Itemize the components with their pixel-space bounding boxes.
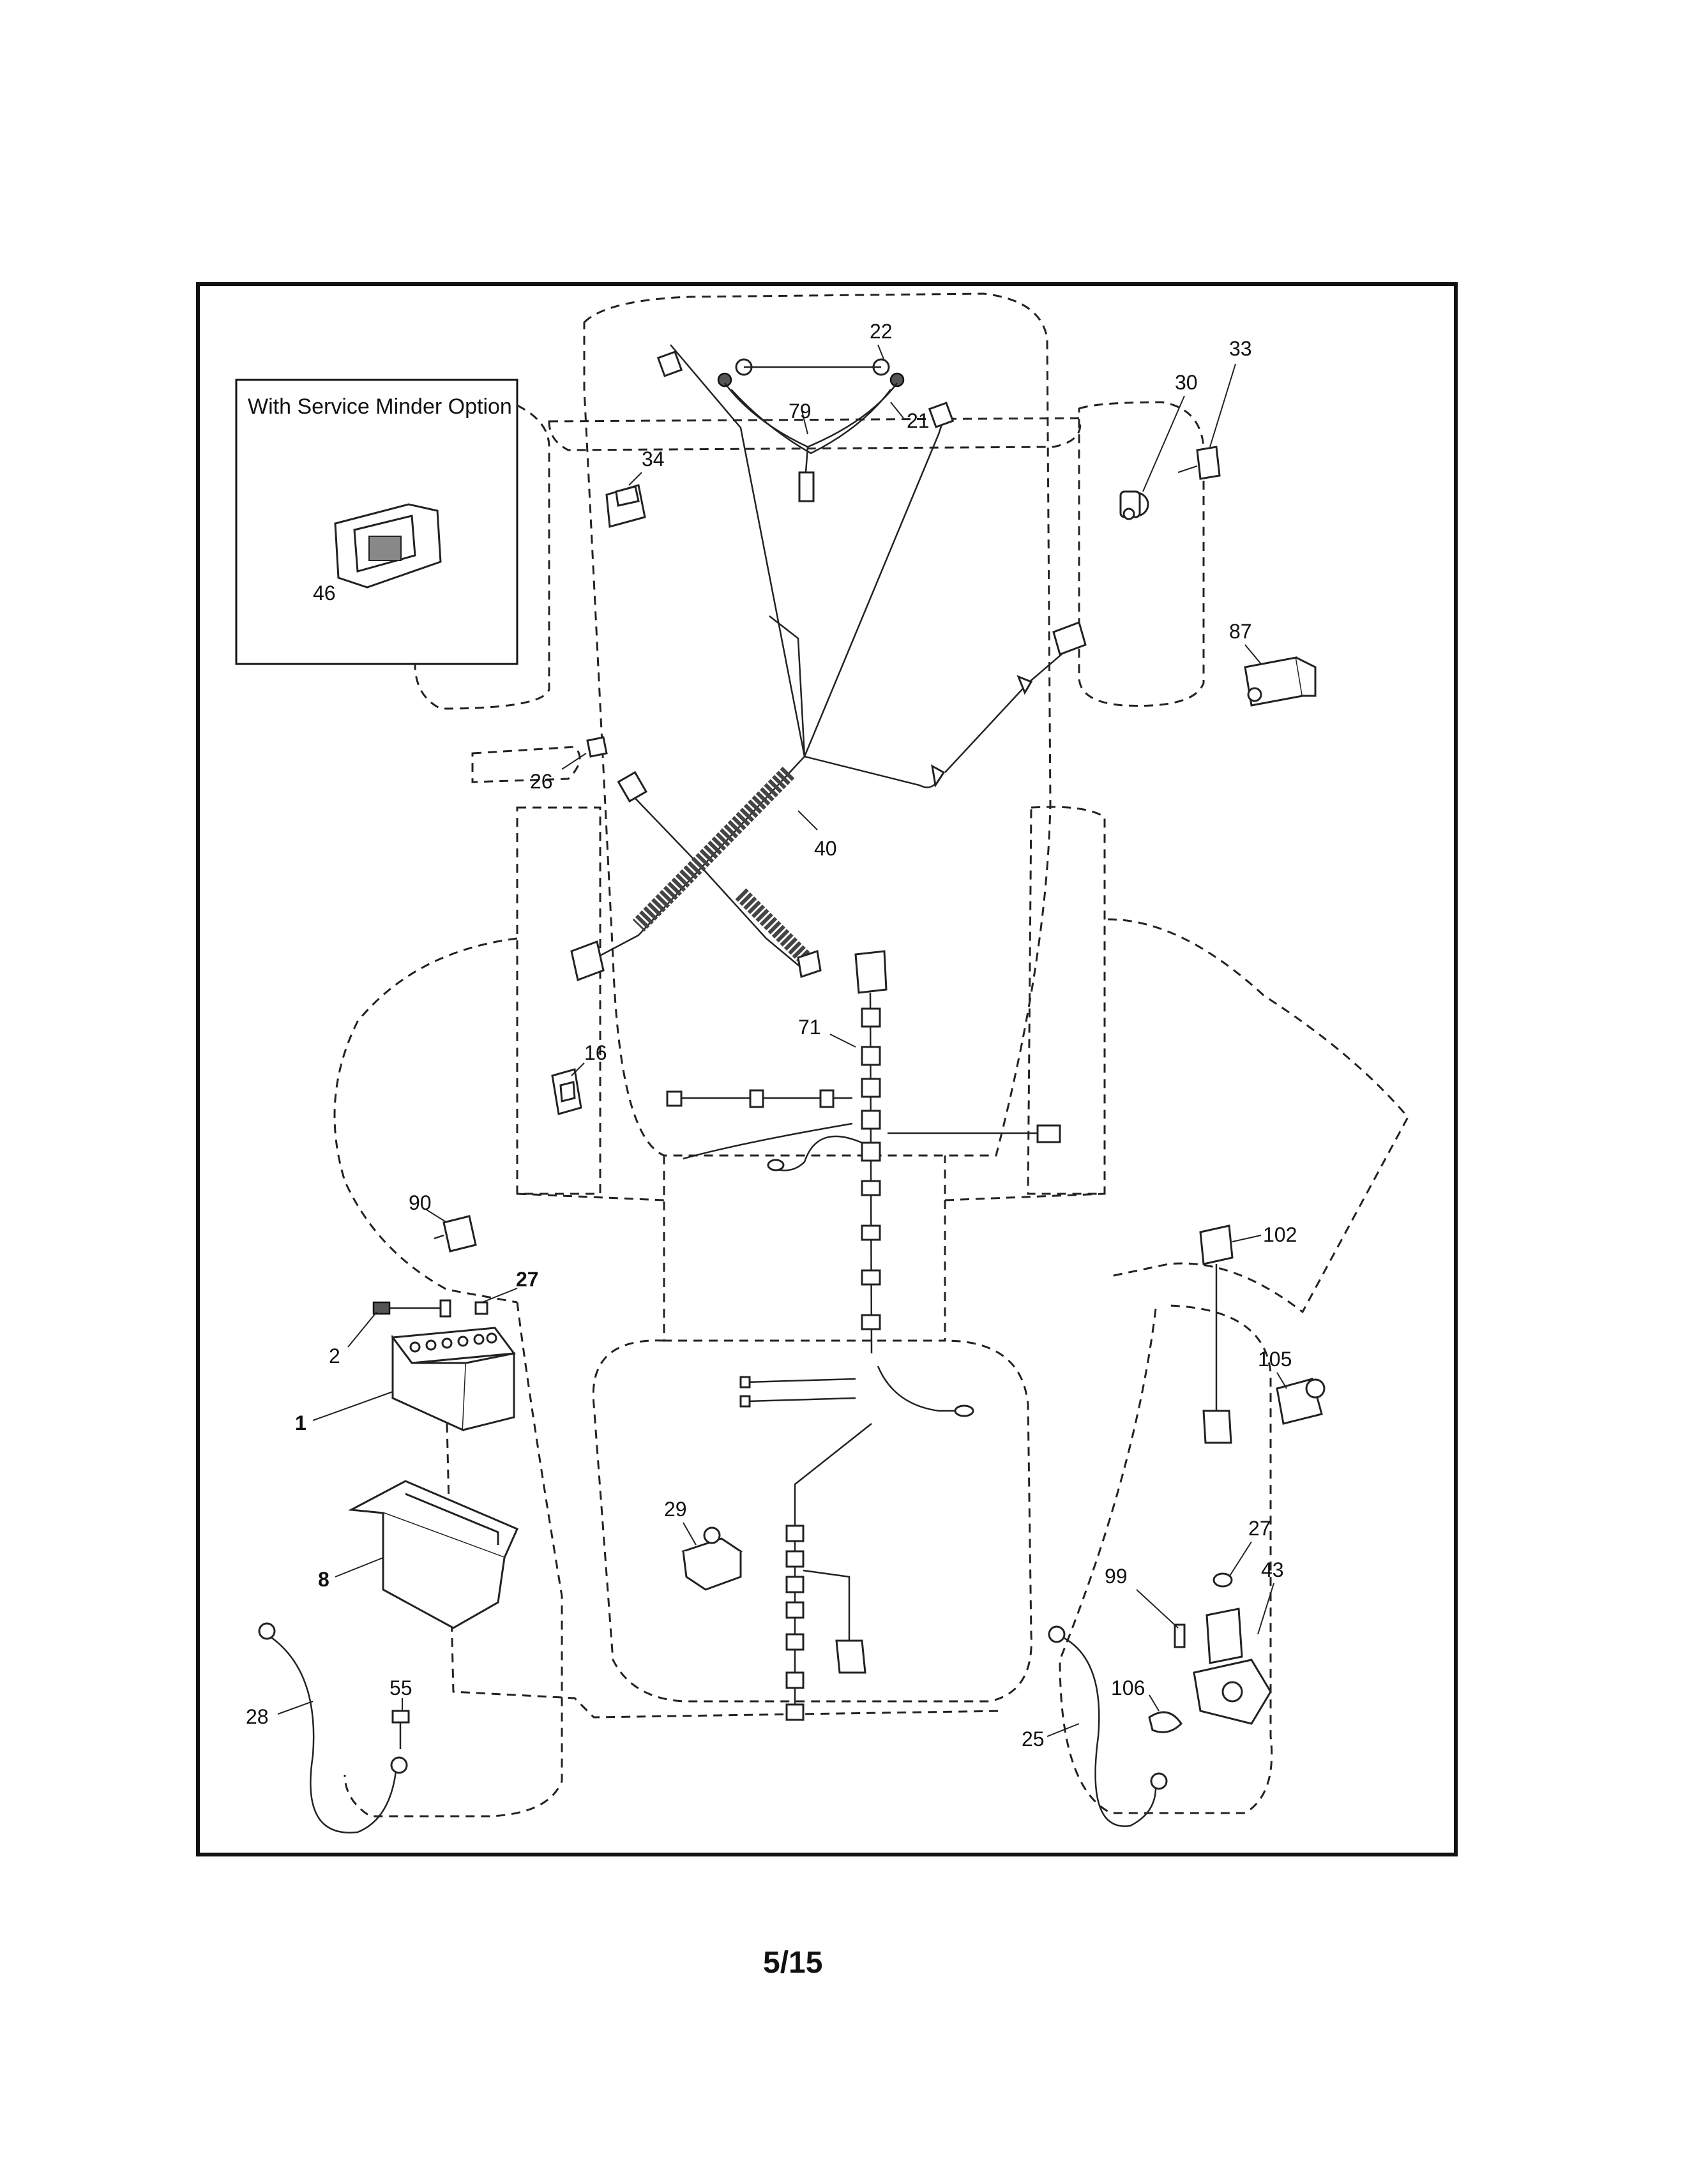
headlight-harness [717,358,905,502]
diagram-frame [196,282,1458,1856]
page-number: 5/15 [763,1946,822,1980]
callout-105: 105 [1258,1348,1292,1371]
callout-29: 29 [664,1498,687,1521]
callout-40: 40 [814,837,837,860]
callout-71: 71 [798,1016,821,1039]
inset-title: With Service Minder Option [248,395,512,419]
callout-106: 106 [1111,1676,1145,1699]
part-55-screw [391,1710,410,1749]
part-26-connector [561,736,608,770]
leader-lines [277,344,1287,1737]
callout-99: 99 [1105,1565,1128,1588]
part-87-relay [1244,656,1317,707]
callout-79: 79 [789,400,812,423]
part-30-ignition-switch [1119,490,1149,520]
part-40-main-harness [570,344,1087,982]
part-16-connector [551,1068,582,1115]
callout-1: 1 [295,1411,306,1434]
callout-28: 28 [246,1705,269,1728]
callout-16: 16 [584,1041,607,1064]
part-1-battery [391,1327,516,1432]
callout-27-battery: 27 [516,1268,539,1291]
part-102-harness [1199,1224,1234,1444]
callout-labels: 22 79 21 34 30 33 87 46 26 40 71 16 90 2… [246,320,1297,1750]
callout-43: 43 [1261,1558,1284,1581]
part-25-ground-cable [1048,1625,1168,1827]
callout-46: 46 [313,582,336,605]
lower-harness [739,1366,974,1721]
callout-30: 30 [1175,371,1198,394]
part-90-plug [434,1215,477,1253]
part-28-ground-cable [258,1622,408,1833]
part-43-assembly [1148,1572,1272,1733]
battery-bolts [372,1299,488,1318]
service-minder-module [334,503,442,589]
callout-21: 21 [907,409,930,432]
callout-87: 87 [1229,620,1252,643]
part-34-switch [605,484,646,528]
callout-25: 25 [1022,1728,1045,1750]
part-33-key [1177,446,1221,480]
part-8-battery-tray [347,1480,518,1629]
callout-102: 102 [1263,1223,1297,1246]
callout-2: 2 [329,1344,340,1367]
part-105-solenoid [1276,1378,1326,1425]
part-29-seat-switch [681,1526,743,1591]
part-71-rear-harness [666,950,1061,1354]
callout-26: 26 [530,770,553,793]
callout-33: 33 [1229,337,1252,360]
service-minder-inset: With Service Minder Option [235,379,518,665]
callout-22: 22 [870,320,893,343]
tractor-outline [333,292,1409,1818]
callout-34: 34 [642,448,665,470]
callout-55: 55 [389,1676,412,1699]
callout-90: 90 [409,1191,432,1214]
callout-27-assembly: 27 [1248,1517,1271,1540]
callout-8: 8 [318,1568,329,1591]
